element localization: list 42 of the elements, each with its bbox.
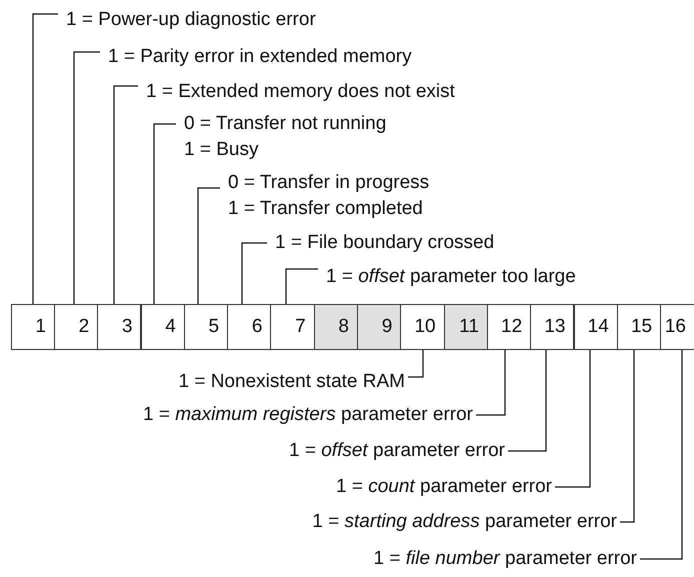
bit-description: 1 = count parameter error <box>336 474 552 500</box>
bit-cell: 14 <box>574 304 618 350</box>
leader-line <box>153 123 176 304</box>
leader-line <box>285 268 318 304</box>
leader-line <box>640 350 683 560</box>
bit-cell: 12 <box>486 304 532 350</box>
bit-description: 1 = offset parameter too large <box>326 264 576 290</box>
leader-line <box>113 85 138 304</box>
leader-line <box>197 187 220 304</box>
bit-description: 1 = starting address parameter error <box>312 509 617 535</box>
bit-description: 1 = File boundary crossed <box>275 230 494 256</box>
bit-cell: 1 <box>10 304 55 350</box>
bit-cell: 16 <box>660 304 694 350</box>
bit-cell: 13 <box>530 304 574 350</box>
bit-cell: 3 <box>97 304 142 350</box>
bit-cell: 5 <box>184 304 228 350</box>
leader-line <box>408 350 424 378</box>
leader-line <box>32 13 58 304</box>
bit-description: 1 = Power-up diagnostic error <box>66 7 316 33</box>
bit-cell: 11 <box>444 304 488 350</box>
bit-description: 0 = Transfer in progress 1 = Transfer completed <box>228 170 430 222</box>
leader-line <box>241 242 267 304</box>
bit-cell: 10 <box>400 304 445 350</box>
bit-cell: 6 <box>227 304 272 350</box>
leader-line <box>73 51 100 304</box>
bit-description: 1 = Nonexistent state RAM <box>178 369 405 395</box>
leader-line <box>620 350 635 523</box>
bit-description: 0 = Transfer not running 1 = Busy <box>184 111 386 163</box>
leader-line <box>476 350 506 416</box>
bit-cell: 7 <box>270 304 315 350</box>
bit-cell: 4 <box>140 304 185 350</box>
leader-line <box>508 350 547 452</box>
bit-cell: 15 <box>616 304 662 350</box>
bit-description: 1 = file number parameter error <box>373 546 637 572</box>
leader-line <box>555 350 591 488</box>
bit-description: 1 = Extended memory does not exist <box>146 79 455 105</box>
bit-cell: 2 <box>54 304 98 350</box>
bit-description: 1 = maximum registers parameter error <box>143 402 473 428</box>
bit-description: 1 = offset parameter error <box>289 438 505 464</box>
bit-description: 1 = Parity error in extended memory <box>108 44 412 70</box>
bit-cell: 9 <box>357 304 402 350</box>
bit-cell: 8 <box>314 304 358 350</box>
